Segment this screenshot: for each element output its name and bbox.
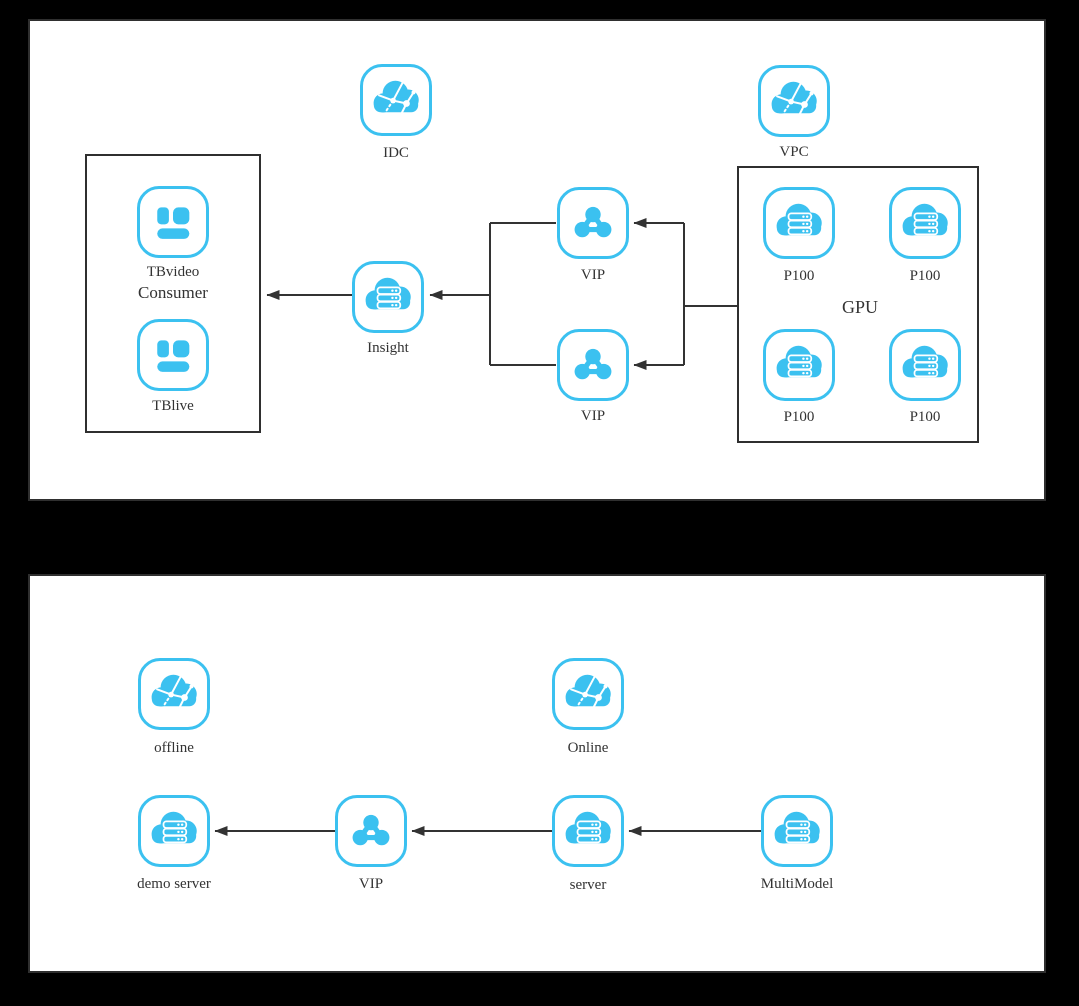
p100-label-4: P100 xyxy=(909,409,941,425)
cloud-server-icon xyxy=(146,803,202,859)
server-label: server xyxy=(569,877,607,893)
p100-node-4 xyxy=(889,329,961,401)
vpc-label: VPC xyxy=(779,144,809,160)
cloud-network-icon xyxy=(368,72,424,128)
vip-top-node xyxy=(557,187,629,259)
p100-node-3 xyxy=(763,329,835,401)
dashboard-app-icon xyxy=(145,327,201,383)
consumer-label: Consumer xyxy=(138,283,208,302)
cloud-server-icon xyxy=(560,803,616,859)
p100-node-2 xyxy=(889,187,961,259)
demo-server-label: demo server xyxy=(137,876,211,892)
idc-node xyxy=(360,64,432,136)
cloud-network-icon xyxy=(560,666,616,722)
idc-label: IDC xyxy=(383,145,409,161)
tblive-label: TBlive xyxy=(152,398,194,414)
tblive-node xyxy=(137,319,209,391)
p100-label-3: P100 xyxy=(783,409,815,425)
insight-label: Insight xyxy=(367,340,409,356)
cloud-network-icon xyxy=(766,73,822,129)
network-triangle-icon xyxy=(565,195,621,251)
online-label: Online xyxy=(567,740,609,756)
server-node xyxy=(552,795,624,867)
demo-server-node xyxy=(138,795,210,867)
tbvideo-label: TBvideo xyxy=(146,264,200,280)
p100-node-1 xyxy=(763,187,835,259)
vpc-node xyxy=(758,65,830,137)
cloud-server-icon xyxy=(769,803,825,859)
p100-label-2: P100 xyxy=(909,268,941,284)
vip-node-bottom-panel xyxy=(335,795,407,867)
vip-label-bottom-panel: VIP xyxy=(358,876,384,892)
cloud-server-icon xyxy=(360,269,416,325)
online-node xyxy=(552,658,624,730)
bottom-panel xyxy=(28,574,1046,973)
vip-bottom-label: VIP xyxy=(580,408,606,424)
offline-node xyxy=(138,658,210,730)
vip-bottom-node xyxy=(557,329,629,401)
offline-label: offline xyxy=(154,740,194,756)
gpu-label: GPU xyxy=(841,297,878,317)
cloud-server-icon xyxy=(897,195,953,251)
insight-node xyxy=(352,261,424,333)
p100-label-1: P100 xyxy=(783,268,815,284)
multimodel-label: MultiModel xyxy=(760,876,834,892)
vip-top-label: VIP xyxy=(580,267,606,283)
cloud-server-icon xyxy=(897,337,953,393)
network-triangle-icon xyxy=(343,803,399,859)
cloud-network-icon xyxy=(146,666,202,722)
dashboard-app-icon xyxy=(145,194,201,250)
network-triangle-icon xyxy=(565,337,621,393)
tbvideo-node xyxy=(137,186,209,258)
cloud-server-icon xyxy=(771,195,827,251)
cloud-server-icon xyxy=(771,337,827,393)
multimodel-node xyxy=(761,795,833,867)
